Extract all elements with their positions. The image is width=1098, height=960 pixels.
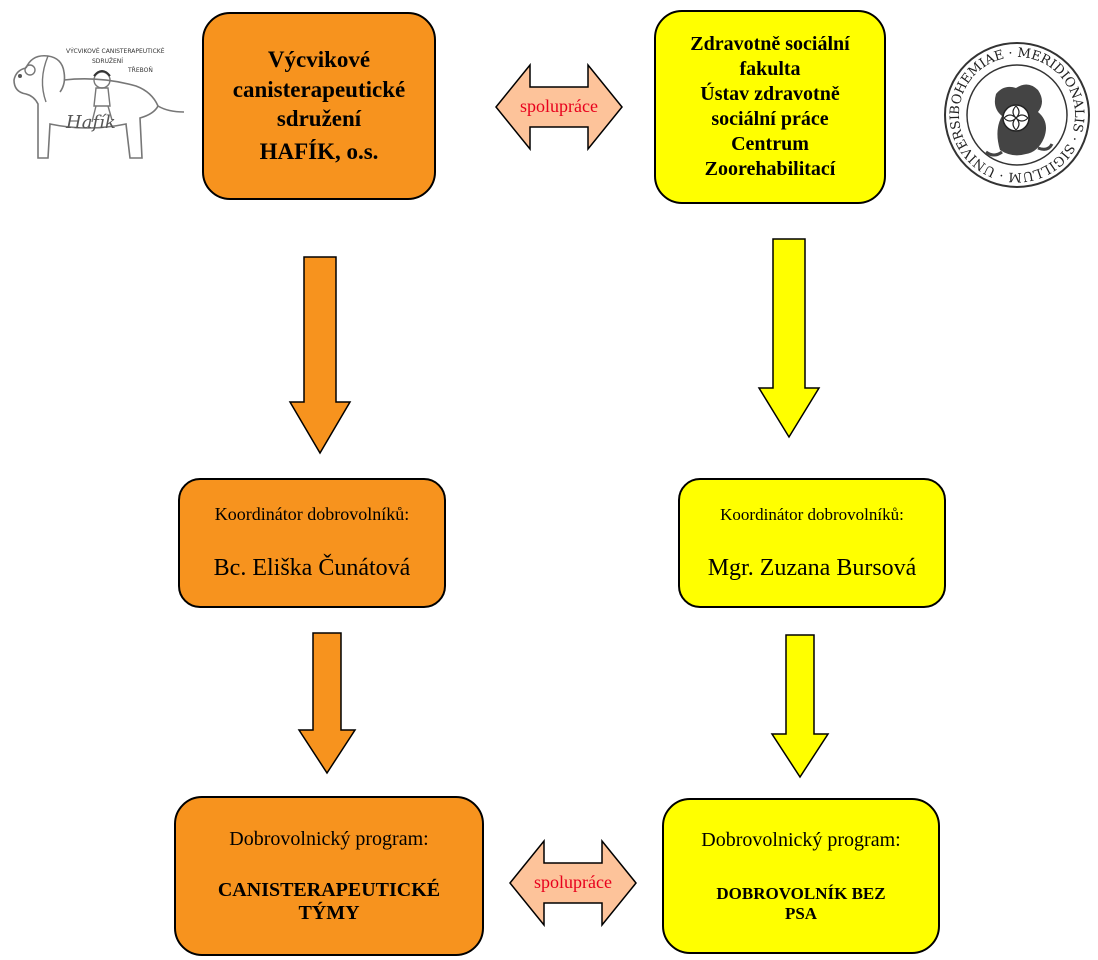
yellow-down-arrow-2 xyxy=(770,634,830,779)
hafik-box-line-3: sdružení xyxy=(276,106,362,131)
hafik-logo-script: Hafík xyxy=(66,112,116,133)
faculty-box-line-1: Zdravotně sociální xyxy=(690,33,850,55)
orange-down-arrow-2 xyxy=(297,632,357,775)
program-right-box: Dobrovolnický program: DOBROVOLNÍK BEZ P… xyxy=(662,798,940,954)
hafik-logo-caption-town: TŘEBOŇ xyxy=(128,67,153,74)
program-right-title-1: DOBROVOLNÍK BEZ xyxy=(716,883,886,903)
hafik-box-line-4: HAFÍK, o.s. xyxy=(259,139,379,165)
hafik-dog-drawing xyxy=(13,54,185,159)
faculty-box-line-5: Centrum xyxy=(731,133,809,155)
faculty-box-line-2: fakulta xyxy=(739,58,801,80)
yellow-down-arrow-1 xyxy=(757,238,821,439)
program-left-box: Dobrovolnický program: CANISTERAPEUTICKÉ… xyxy=(174,796,484,956)
university-seal: BOHEMIAE · MERIDIONALIS · SIGILLUM · UNI… xyxy=(937,29,1092,190)
hafik-box-line-2: canisterapeutické xyxy=(232,76,406,102)
faculty-box-line-6: Zoorehabilitací xyxy=(704,158,836,180)
coordinator-left-box: Koordinátor dobrovolníků: Bc. Eliška Čun… xyxy=(178,478,446,608)
hafik-association-box: Výcvikové canisterapeutické sdružení HAF… xyxy=(202,12,436,200)
cooperation-label-top: spolupráce xyxy=(520,96,598,116)
cooperation-arrow-top xyxy=(495,62,623,152)
orange-down-arrow-1 xyxy=(288,256,352,455)
coordinator-right-box: Koordinátor dobrovolníků: Mgr. Zuzana Bu… xyxy=(678,478,946,608)
coordinator-right-name: Mgr. Zuzana Bursová xyxy=(707,554,917,581)
cooperation-arrow-bottom xyxy=(509,838,637,928)
faculty-box-line-3: Ústav zdravotně xyxy=(700,83,840,105)
university-seal-graphic: BOHEMIAE · MERIDIONALIS · SIGILLUM · UNI… xyxy=(937,29,1090,188)
hafik-logo-caption-mid: SDRUŽENÍ xyxy=(92,58,124,65)
program-right-heading: Dobrovolnický program: xyxy=(701,828,901,851)
hafik-logo: VÝCVIKOVÉ CANISTERAPEUTICKÉ SDRUŽENÍ TŘE… xyxy=(8,40,188,168)
hafik-box-line-1: Výcvikové xyxy=(267,47,371,73)
coordinator-right-heading: Koordinátor dobrovolníků: xyxy=(720,504,904,524)
program-left-heading: Dobrovolnický program: xyxy=(229,827,429,850)
hafik-logo-caption-top: VÝCVIKOVÉ CANISTERAPEUTICKÉ xyxy=(66,48,165,55)
coordinator-left-heading: Koordinátor dobrovolníků: xyxy=(214,504,410,524)
program-left-title-1: CANISTERAPEUTICKÉ xyxy=(217,878,441,901)
program-left-title-2: TÝMY xyxy=(298,901,360,924)
faculty-box-line-4: sociální práce xyxy=(711,108,829,130)
faculty-box: Zdravotně sociální fakulta Ústav zdravot… xyxy=(654,10,886,204)
cooperation-label-bottom: spolupráce xyxy=(534,872,612,892)
program-right-title-2: PSA xyxy=(784,903,818,923)
coordinator-left-name: Bc. Eliška Čunátová xyxy=(213,555,411,581)
